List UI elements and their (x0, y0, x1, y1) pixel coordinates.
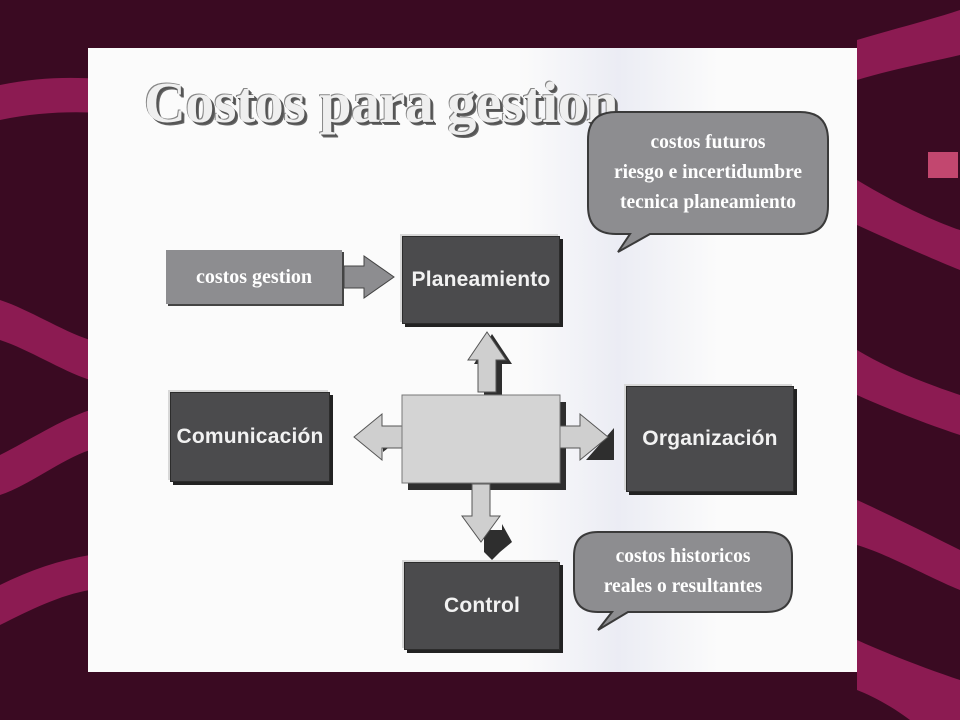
callout-future-line: riesgo e incertidumbre (613, 162, 803, 183)
callout-history-line: costos historicos (615, 546, 751, 567)
node-control-label: Control (443, 594, 521, 617)
callout-future-line: costos futuros (650, 132, 766, 153)
callout-future-bubble (587, 111, 829, 253)
node-comunicacion: Comunicación (170, 392, 330, 482)
arrow-up (467, 331, 507, 393)
node-organizacion-label: Organización (642, 427, 778, 450)
callout-history-line: reales o resultantes (603, 576, 763, 597)
node-control: Control (404, 562, 560, 650)
background-stripe (857, 10, 960, 80)
costos-gestion-label: costos gestion (166, 250, 342, 304)
node-planeamiento-label: Planeamiento (411, 268, 551, 291)
background-stripe (0, 300, 90, 380)
callout-future-text: costos futuros riesgo e incertidumbre te… (588, 128, 828, 218)
background-stripe (857, 640, 960, 720)
callout-history-text: costos historicos reales o resultantes (574, 542, 792, 602)
arrow-left (353, 412, 405, 462)
background-stripe (0, 410, 90, 495)
background-stripe (857, 350, 960, 435)
callout-history-bubble (573, 531, 793, 631)
background-stripe (0, 555, 90, 625)
diagram-graphics (343, 111, 829, 631)
input-arrow (343, 255, 395, 299)
costos-gestion-text: costos gestion (195, 265, 313, 288)
center-block (401, 394, 561, 484)
node-organizacion: Organización (626, 386, 794, 492)
node-comunicacion-label: Comunicación (176, 425, 324, 448)
diagram-title: Costos para gestion (144, 70, 618, 135)
callout-future-line: tecnica planeamiento (619, 192, 796, 213)
diagram-panel: Costos para gestion costos gestion Plane… (88, 48, 857, 672)
accent-square (928, 152, 958, 178)
background-stripe (857, 180, 960, 270)
arrow-down (461, 483, 501, 543)
background-stripe (857, 500, 960, 590)
node-planeamiento: Planeamiento (402, 236, 560, 324)
